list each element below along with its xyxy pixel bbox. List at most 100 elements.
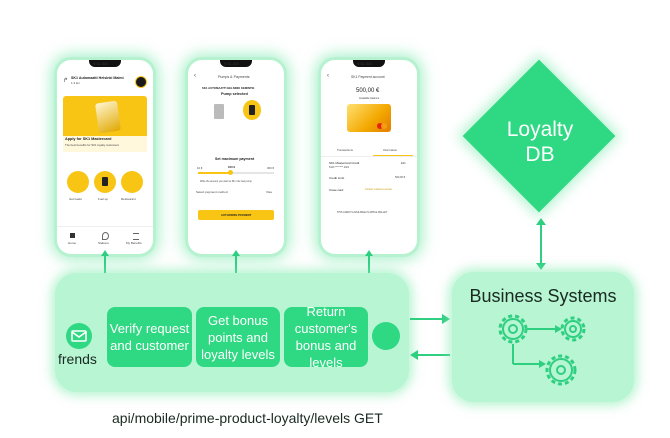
screen-header: SK1 Payment account [351,75,385,79]
banner-text-area [63,136,147,152]
balance-subtitle: Available balance [359,97,380,100]
payment-slider-track[interactable] [198,170,274,175]
step-verify-request: Verify request and customer [107,307,192,367]
phone-notch [89,60,121,67]
arrowhead-phone3 [365,250,373,256]
arrow-business-to-frends [410,350,450,360]
arrow-to-phone1 [104,255,106,273]
screen-header: Pumps & Payments [218,75,250,79]
api-endpoint-label: api/mobile/prime-product-loyalty/levels … [112,410,383,426]
payment-slider-thumb[interactable] [228,170,233,175]
gear-1 [498,314,528,344]
gear-3 [545,354,577,386]
active-tab-indicator [373,155,413,156]
status-bar: 9:41 AM [194,61,278,69]
payment-method-value[interactable]: Visa [266,190,272,194]
tab-information[interactable]: Information [383,148,397,152]
quick-card-label-2: Fuel up [98,197,109,201]
credit-limit-label: Credit Limit [329,176,345,180]
back-arrow-icon[interactable]: ↱ [63,78,69,84]
step-verify-text: Verify request and customer [109,321,190,353]
banner-subtitle: The best benefits for SK1 loyalty custom… [65,143,119,147]
loyalty-db-label-2: DB [525,143,555,166]
loyalty-db-label-1: Loyalty [506,118,574,141]
slider-note: Write the amount you want to fill in the… [200,180,252,183]
business-systems-box [452,272,634,402]
back-chevron-icon[interactable]: ‹ [327,73,329,79]
station-name: SK1 Automaatti Helsinki Malmi [71,76,124,80]
quick-card-label-3: Restaurant [121,197,136,201]
arrow-frends-to-business [410,314,450,324]
balance-amount: 500,00 € [356,88,380,94]
card-number: 5143 **** **** 4321 [329,166,350,169]
station-name: SK1 AUTOMAATTI HELSINKI KEMINTIE [202,86,255,90]
step-bonus-text: Get bonus points and loyalty levels [201,312,275,362]
arrow-to-phone3 [368,255,370,273]
back-chevron-icon[interactable]: ‹ [194,73,196,79]
slider-min: 10 € [197,166,203,170]
gear-2 [560,316,586,342]
authorize-payment-label: AUTHORIZE PAYMENT [221,213,252,217]
payment-method-label[interactable]: Select payment method [196,190,228,194]
nav-benefits[interactable]: My Benefits [126,241,142,245]
mastercard-icon [377,123,387,129]
phone-pump-payment-screen: 9:41 AM ‹ Pumps & Payments SK1 AUTOMAATT… [188,60,284,254]
station-distance: 1.3 km [71,81,81,85]
frends-label: frends [58,351,97,367]
phone-notch [220,60,252,67]
pump-icon-glyph [249,105,255,115]
status-bar: 9:41 AM [327,61,411,69]
business-systems-title: Business Systems [469,286,617,306]
fuel-pump-icon [102,177,108,186]
quick-card-3[interactable] [121,171,143,193]
bottom-nav: Home Stations My Benefits [57,226,153,254]
payment-slider-fill [198,172,230,174]
quick-card-label-1: Get loads [69,197,82,201]
credit-card-image [347,104,391,132]
banner-title: Apply for SK1 Mastercard [65,137,112,141]
gears-icon [498,314,586,386]
phone-notch [353,60,385,67]
frends-logo-icon [66,323,92,349]
promo-banner[interactable] [63,96,147,136]
brand-logo-icon [135,76,147,88]
arrowhead-phone1 [101,250,109,256]
authorize-payment-button[interactable] [198,210,274,220]
location-icon[interactable] [102,232,109,240]
db-business-arrow [536,218,546,270]
arrow-to-phone2 [235,255,237,273]
quick-card-1[interactable] [67,171,89,193]
slider-current: 100 € [228,165,235,169]
card-label: SK1 Mastercard Credit [329,161,360,165]
step-get-bonus: Get bonus points and loyalty levels [196,307,280,367]
close-card-label[interactable]: Close card [329,188,344,192]
status-time: 9:41 AM [357,61,372,66]
phone-payment-account-screen: 9:41 AM ‹ SK1 Payment account 500,00 € A… [321,60,417,254]
close-card-contact[interactable]: Contact customer service [365,188,392,191]
credit-limit-value: 500,00 € [395,176,406,179]
arrowhead-phone2 [232,250,240,256]
slider-max: 300 € [267,166,274,170]
tabs: Transactions Information [321,146,417,157]
nav-home[interactable]: Home [68,241,77,245]
step-return-bonus: Return customer's bonus and levels [284,304,368,370]
pump-grey-icon[interactable] [214,104,224,119]
home-icon[interactable] [70,233,75,238]
status-time: 9:41 AM [93,61,108,66]
card-illustration [95,100,121,134]
quick-card-2[interactable] [94,171,116,193]
card-edit[interactable]: Edit [401,162,406,165]
envelope-icon [71,330,87,342]
tab-transactions[interactable]: Transactions [337,148,353,152]
end-node [372,322,400,350]
pump-selected: Pump selected [221,92,248,96]
status-time: 9:41 AM [224,61,239,66]
step-return-text: Return customer's bonus and levels [294,304,358,370]
nav-stations[interactable]: Stations [98,241,109,245]
status-bar: 9:41 AM [63,61,147,69]
apple-wallet-note: THIS CARD IS AVAILABLE IN APPLE WALLET [337,211,388,214]
pump-selected-icon[interactable] [243,100,261,120]
set-max-payment: Set maximum payment [215,157,255,161]
menu-icon[interactable] [133,233,139,240]
phone-home-screen: 9:41 AM ↱ SK1 Automaatti Helsinki Malmi … [57,60,153,254]
